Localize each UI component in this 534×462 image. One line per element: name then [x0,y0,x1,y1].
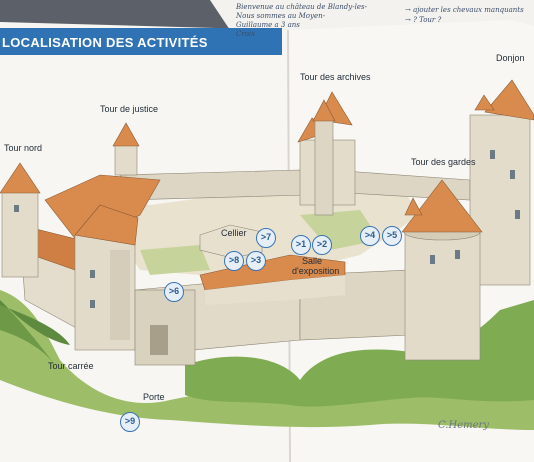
activity-marker-6[interactable]: >6 [164,282,184,302]
activity-marker-9[interactable]: >9 [120,412,140,432]
label-tour-nord: Tour nord [4,143,43,153]
activity-marker-7[interactable]: >7 [256,228,276,248]
note-right-2: → ? Tour ? [405,16,442,24]
note-right-1: → ajouter les chevaux manquants [405,6,524,14]
note-line-1: Bienvenue au château de Blandy-les- [236,3,367,11]
label-tour-des-gardes: Tour des gardes [411,157,476,167]
activity-marker-5[interactable]: >5 [382,226,402,246]
note-line-3: Guillaume a 3 ans [236,21,300,29]
label-exposition: d'exposition [292,266,340,276]
label-donjon: Donjon [496,53,525,63]
title-band [0,28,282,55]
activity-marker-3[interactable]: >3 [246,251,266,271]
activity-marker-2[interactable]: >2 [312,235,332,255]
page-title: LOCALISATION DES ACTIVITÉS [2,35,208,50]
label-tour-de-justice: Tour de justice [100,104,159,114]
label-tour-carree: Tour carrée [48,361,94,371]
note-line-4: Croix [236,30,256,38]
label-salle: Salle [302,256,323,266]
note-line-2: Nous sommes au Moyen- [236,12,325,20]
activity-marker-1[interactable]: >1 [291,235,311,255]
activity-marker-8[interactable]: >8 [224,251,244,271]
label-porte: Porte [143,392,165,402]
illustrator-signature: C.Hemery [438,420,489,431]
label-cellier: Cellier [221,228,247,238]
activity-marker-4[interactable]: >4 [360,226,380,246]
label-tour-des-archives: Tour des archives [300,72,371,82]
